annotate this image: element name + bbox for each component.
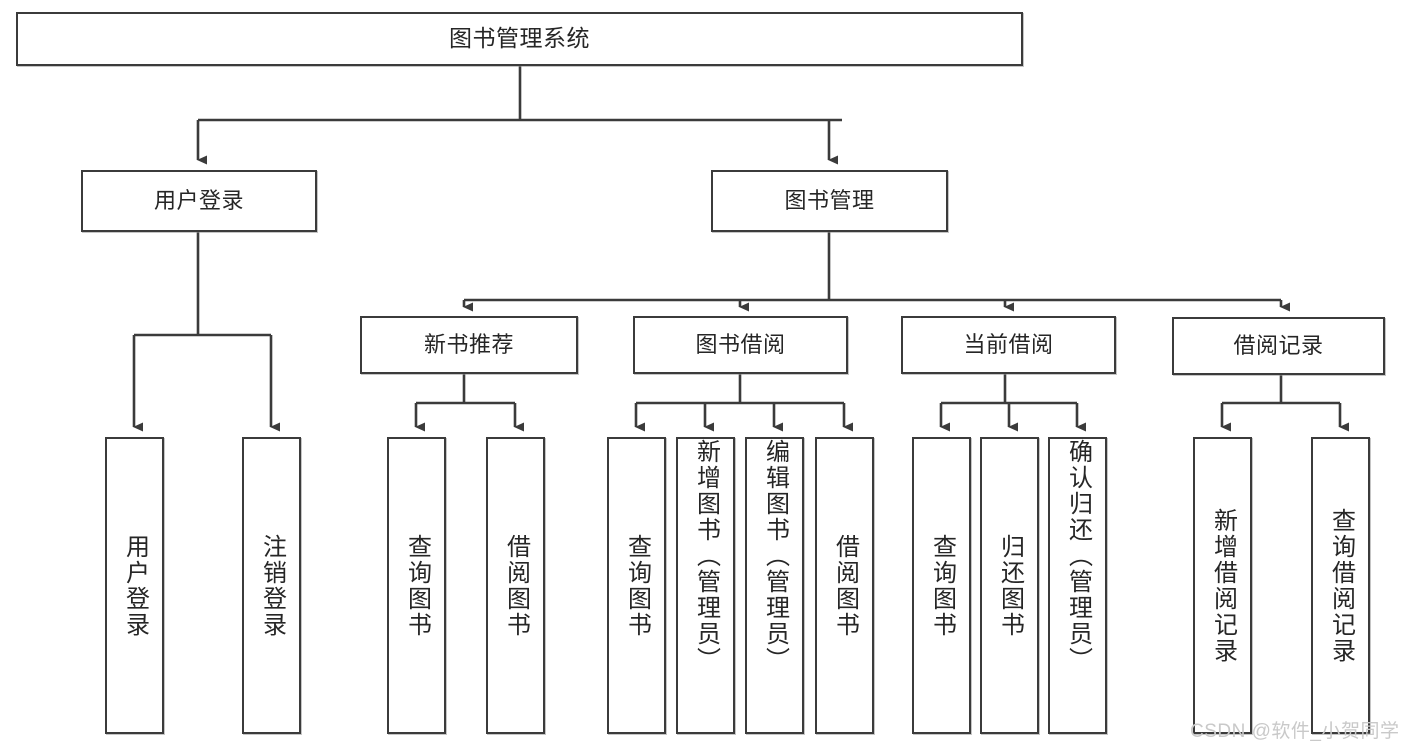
node-label: 借阅图书 [831,533,859,638]
node-label: 查询图书 [403,533,431,638]
node-label: 确认归还（管理员） [1064,439,1092,673]
leaf-borrow-edit-book-admin[interactable]: 编辑图书（管理员） [745,437,804,734]
node-borrow-record[interactable]: 借阅记录 [1172,317,1385,375]
node-label: 新增图书（管理员） [692,439,720,673]
node-label: 归还图书 [996,533,1024,638]
leaf-record-add-borrow-record[interactable]: 新增借阅记录 [1193,437,1252,734]
node-label: 查询图书 [623,533,651,638]
node-label: 编辑图书（管理员） [761,439,789,673]
node-current-borrow[interactable]: 当前借阅 [901,316,1116,374]
csdn-watermark: CSDN @软件_小贺同学 [1190,721,1400,742]
node-label: 查询借阅记录 [1327,507,1355,664]
leaf-logout[interactable]: 注销登录 [242,437,301,734]
node-label: 图书管理 [784,188,875,214]
node-label: 图书借阅 [695,332,786,358]
leaf-borrow-query-book[interactable]: 查询图书 [607,437,666,734]
leaf-current-query-book[interactable]: 查询图书 [912,437,971,734]
node-root-book-management-system[interactable]: 图书管理系统 [16,12,1023,66]
node-label: 借阅图书 [502,533,530,638]
leaf-borrow-borrow-book[interactable]: 借阅图书 [815,437,874,734]
node-label: 当前借阅 [963,332,1054,358]
leaf-current-confirm-return-admin[interactable]: 确认归还（管理员） [1048,437,1107,734]
node-label: 查询图书 [928,533,956,638]
leaf-recommend-query-book[interactable]: 查询图书 [387,437,446,734]
node-label: 用户登录 [153,188,244,214]
leaf-current-return-book[interactable]: 归还图书 [980,437,1039,734]
leaf-user-login[interactable]: 用户登录 [105,437,164,734]
leaf-recommend-borrow-book[interactable]: 借阅图书 [486,437,545,734]
node-label: 新书推荐 [423,332,514,358]
node-label: 借阅记录 [1233,333,1324,359]
node-label: 图书管理系统 [449,25,590,52]
node-label: 注销登录 [258,533,286,638]
node-new-book-recommend[interactable]: 新书推荐 [360,316,578,374]
leaf-record-query-borrow-record[interactable]: 查询借阅记录 [1311,437,1370,734]
node-user-login[interactable]: 用户登录 [81,170,317,232]
node-label: 用户登录 [121,533,149,638]
node-label: 新增借阅记录 [1209,507,1237,664]
node-book-borrow[interactable]: 图书借阅 [633,316,848,374]
leaf-borrow-add-book-admin[interactable]: 新增图书（管理员） [676,437,735,734]
node-book-management[interactable]: 图书管理 [711,170,948,232]
